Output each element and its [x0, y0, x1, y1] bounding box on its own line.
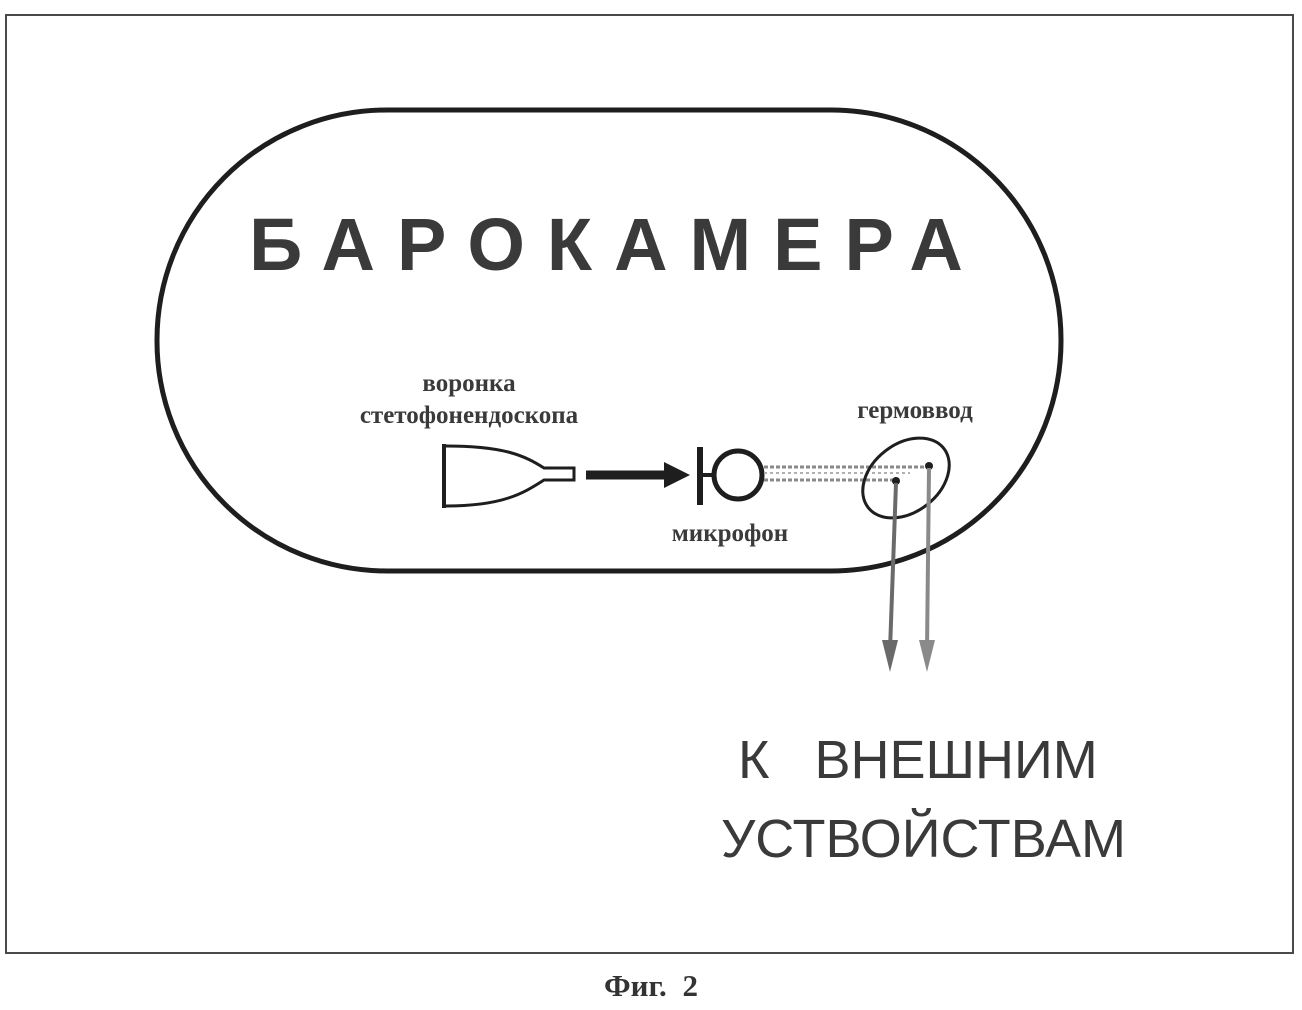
output-wire-arrows	[882, 468, 935, 672]
funnel-label-line1: воронка	[422, 370, 516, 397]
sound-arrow	[586, 462, 690, 488]
microphone-icon	[697, 447, 762, 505]
chamber-title: БАРОКАМЕРА	[249, 203, 985, 286]
stethoscope-funnel-icon	[444, 444, 574, 508]
microphone-cable	[764, 467, 928, 480]
funnel-label-line2: стетофонендоскопа	[360, 402, 579, 429]
figure-caption: Фиг. 2	[0, 968, 1302, 1004]
external-devices-line2: УСТВОЙСТВАМ	[721, 808, 1126, 869]
chamber-outline	[157, 110, 1061, 571]
hermetic-feedthrough-label: гермоввод	[857, 397, 973, 424]
external-devices-line1: К ВНЕШНИМ	[738, 730, 1098, 790]
hermetic-feedthrough-ring	[847, 422, 965, 535]
microphone-label: микрофон	[672, 520, 788, 547]
